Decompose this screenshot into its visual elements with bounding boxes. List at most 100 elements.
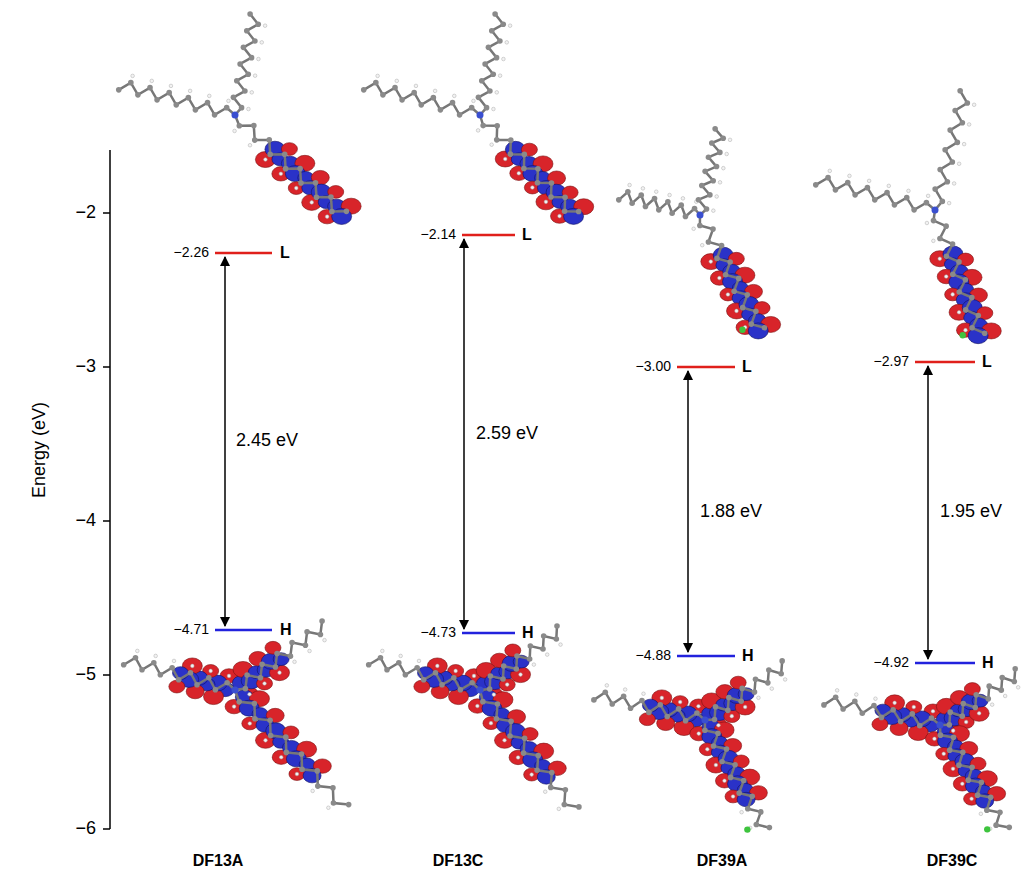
atom	[268, 733, 274, 739]
atom	[384, 667, 390, 673]
atom	[924, 200, 930, 206]
atom	[963, 277, 969, 283]
atom	[947, 709, 953, 715]
atom	[692, 206, 698, 212]
atom	[245, 72, 251, 78]
hydrogen-atom	[508, 24, 512, 28]
hydrogen-atom	[964, 720, 968, 724]
atom	[731, 288, 737, 294]
atom	[767, 825, 773, 831]
atom	[128, 80, 134, 86]
atom	[252, 716, 258, 722]
atom	[403, 672, 409, 678]
atom	[616, 197, 622, 203]
atom	[169, 665, 175, 671]
atom	[576, 804, 582, 810]
atom	[282, 151, 288, 157]
atom	[487, 686, 493, 692]
hydrogen-atom	[867, 179, 871, 183]
atom	[960, 750, 966, 756]
atom	[522, 736, 528, 742]
atom	[549, 770, 555, 776]
hydrogen-atom	[712, 209, 716, 213]
orbital-lobe	[724, 738, 742, 752]
hydrogen-atom	[887, 184, 891, 188]
hydrogen-atom	[1016, 686, 1020, 690]
hydrogen-atom	[947, 201, 951, 205]
atom	[979, 780, 985, 786]
atom	[898, 719, 904, 725]
atom	[487, 88, 493, 94]
atom	[315, 783, 321, 789]
hydrogen-atom	[545, 653, 549, 657]
atom	[714, 164, 720, 170]
hydrogen-atom	[492, 107, 496, 111]
atom	[937, 722, 943, 728]
atom	[710, 226, 716, 232]
atom	[242, 88, 248, 94]
hydrogen-atom	[472, 674, 476, 678]
gap-arrow	[687, 371, 689, 652]
orbital-lobe	[249, 691, 269, 707]
hydrogen-atom	[951, 729, 955, 733]
hydrogen-atom	[154, 654, 158, 658]
atom	[212, 112, 218, 118]
atom	[411, 90, 417, 96]
atom	[999, 675, 1005, 681]
atom	[492, 11, 498, 17]
atom	[865, 185, 871, 191]
hydrogen-atom	[476, 704, 480, 708]
atom	[955, 140, 961, 146]
atom	[494, 123, 500, 129]
atom	[840, 706, 846, 712]
atom	[982, 331, 988, 337]
atom	[304, 629, 310, 635]
atom	[224, 105, 230, 111]
hydrogen-atom	[709, 260, 713, 264]
hydrogen-atom	[717, 724, 721, 728]
orbital-lobe	[949, 726, 969, 742]
hydrogen-atom	[490, 143, 494, 147]
hydrogen-atom	[718, 181, 722, 185]
hydrogen-atom	[623, 688, 627, 692]
atom	[638, 192, 644, 198]
atom	[507, 733, 513, 739]
atom	[702, 169, 708, 175]
atom	[477, 112, 483, 118]
hydrogen-atom	[516, 756, 520, 760]
hydrogen-atom	[925, 221, 929, 225]
atom	[956, 259, 962, 265]
atom	[299, 751, 305, 757]
energy-value: −4.73	[421, 625, 456, 640]
atom	[710, 178, 716, 184]
atom	[154, 97, 160, 103]
atom	[380, 92, 386, 98]
axis-tick	[103, 366, 110, 368]
atom	[318, 632, 324, 638]
atom	[702, 717, 708, 723]
tick-label: −5	[75, 665, 96, 685]
molecule-bond	[124, 658, 235, 690]
atom	[732, 762, 738, 768]
atom	[825, 175, 831, 181]
hydrogen-atom	[700, 243, 704, 247]
atom	[697, 223, 703, 229]
hydrogen-atom	[505, 683, 509, 687]
atom	[366, 662, 372, 668]
compound-name: DF13C	[433, 852, 484, 870]
atom	[986, 683, 992, 689]
atom	[247, 11, 253, 17]
hydrogen-atom	[964, 328, 968, 332]
atom	[669, 210, 675, 216]
atom	[234, 78, 240, 84]
atom	[993, 822, 999, 828]
atom	[937, 722, 943, 728]
hydrogen-atom	[293, 660, 297, 664]
atom	[252, 38, 258, 44]
hydrogen-atom	[944, 275, 948, 279]
atom	[707, 192, 713, 198]
orbital-lobe	[988, 786, 1006, 800]
axis-tick	[103, 674, 110, 676]
orbital-lobe	[341, 198, 361, 214]
